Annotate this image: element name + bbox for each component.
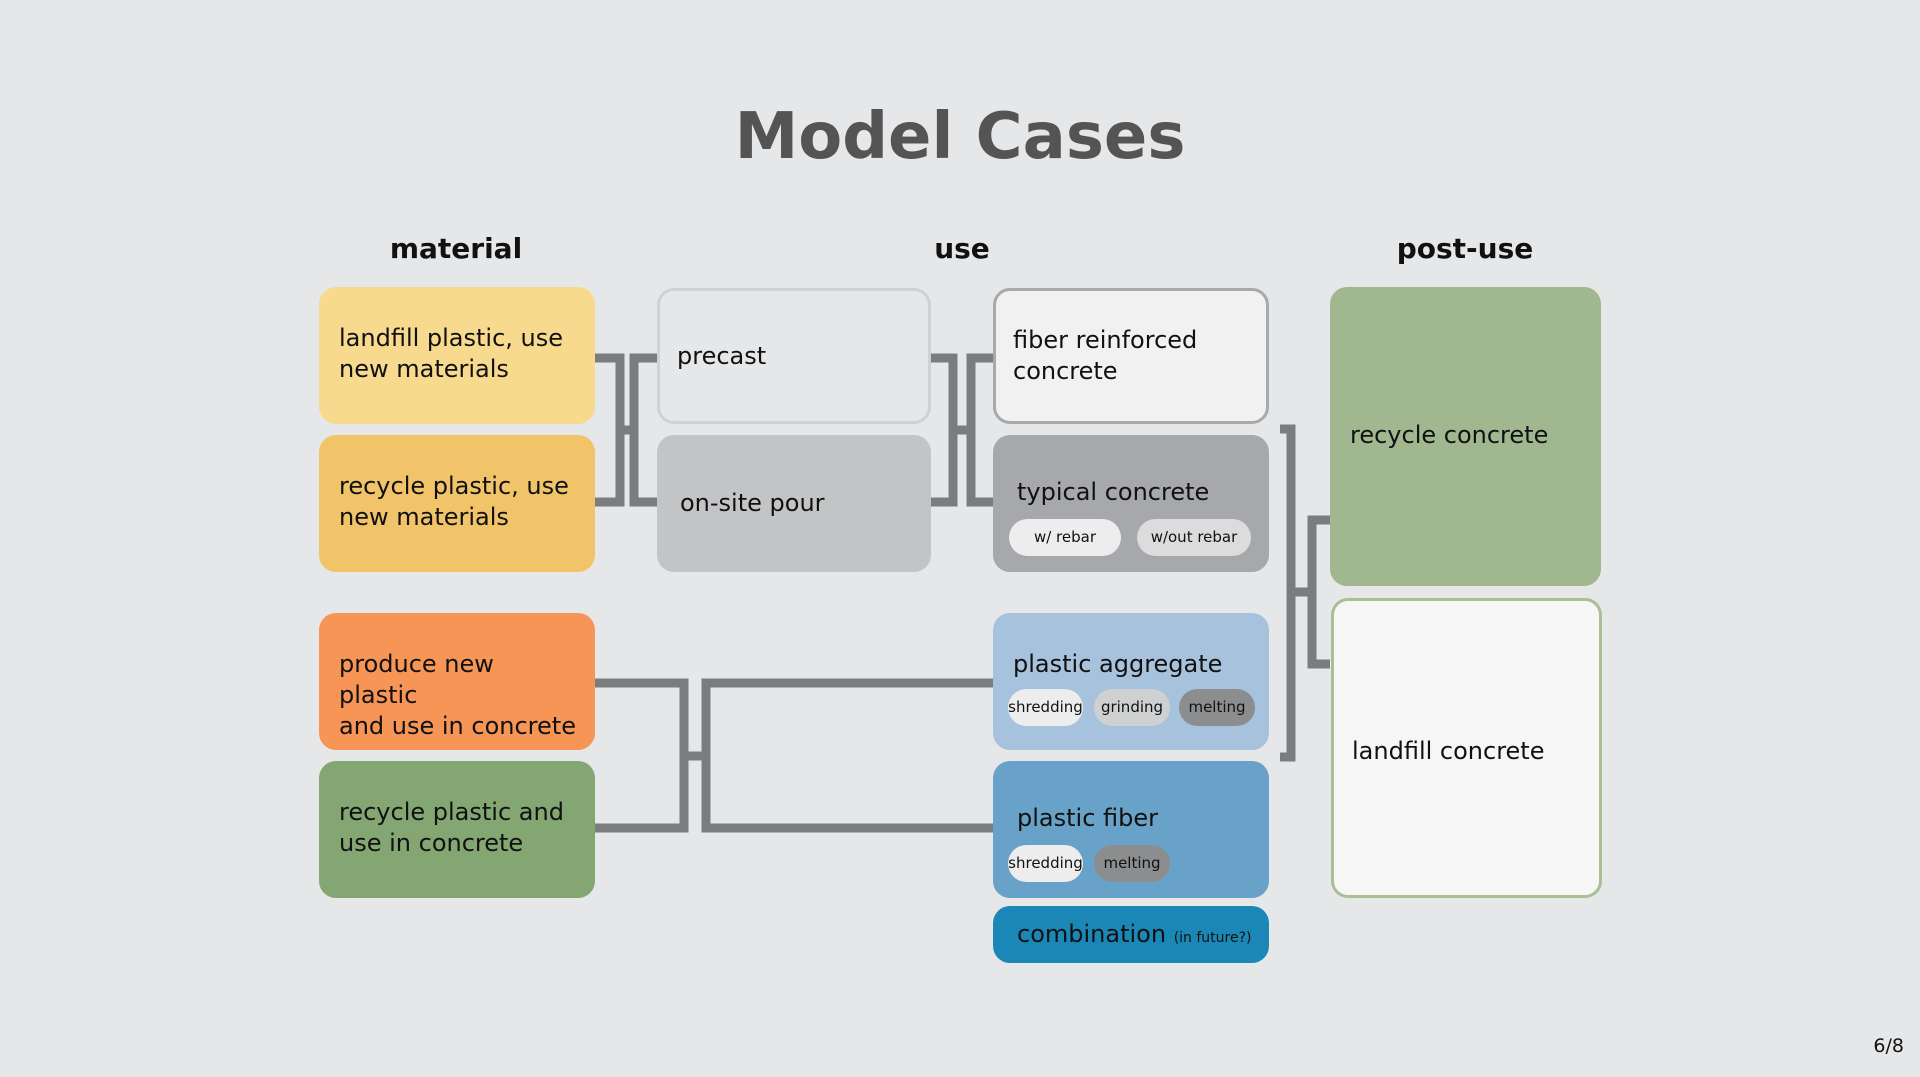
option-melting-aggregate: melting bbox=[1179, 689, 1255, 726]
concrete-combination: combination (in future?) bbox=[993, 906, 1269, 963]
concrete-plastic-aggregate-label: plastic aggregate bbox=[1013, 650, 1223, 678]
concrete-fiber-reinforced-line2: concrete bbox=[1013, 357, 1118, 385]
material-recycle-plastic-new: recycle plastic, use new materials bbox=[319, 435, 595, 572]
option-with-rebar: w/ rebar bbox=[1009, 519, 1121, 556]
bracket-concrete-right bbox=[1280, 424, 1296, 762]
material-produce-new-plastic-line2: and use in concrete bbox=[339, 712, 576, 740]
material-recycle-plastic-concrete-line1: recycle plastic and bbox=[339, 798, 564, 826]
bracket-method-left bbox=[629, 353, 657, 507]
material-recycle-plastic-new-line1: recycle plastic, use bbox=[339, 472, 569, 500]
concrete-fiber-reinforced: fiber reinforced concrete bbox=[993, 288, 1269, 424]
bracket-plastic-use bbox=[701, 678, 993, 833]
option-without-rebar: w/out rebar bbox=[1137, 519, 1251, 556]
bracket-material-left bbox=[595, 353, 625, 507]
column-header-use: use bbox=[934, 232, 990, 265]
method-precast-label: precast bbox=[677, 342, 767, 370]
method-onsite-pour-label: on-site pour bbox=[680, 489, 825, 517]
concrete-typical-label: typical concrete bbox=[1017, 478, 1210, 506]
post-use-landfill-concrete: landfill concrete bbox=[1331, 598, 1602, 898]
concrete-plastic-fiber: plastic fiber shredding melting bbox=[993, 761, 1269, 898]
concrete-combination-note: (in future?) bbox=[1173, 930, 1252, 946]
method-precast: precast bbox=[657, 288, 931, 424]
post-use-recycle-concrete: recycle concrete bbox=[1330, 287, 1601, 586]
concrete-plastic-fiber-label: plastic fiber bbox=[1017, 804, 1158, 832]
slide-title: Model Cases bbox=[734, 100, 1186, 174]
option-melting-fiber: melting bbox=[1094, 845, 1170, 882]
option-shredding-fiber: shredding bbox=[1008, 845, 1083, 882]
method-onsite-pour: on-site pour bbox=[657, 435, 931, 572]
bracket-concrete-left bbox=[966, 353, 993, 507]
option-grinding-aggregate: grinding bbox=[1094, 689, 1170, 726]
material-produce-new-plastic: produce new plastic and use in concrete bbox=[319, 613, 595, 750]
material-recycle-plastic-concrete: recycle plastic and use in concrete bbox=[319, 761, 595, 898]
concrete-typical: typical concrete w/ rebar w/out rebar bbox=[993, 435, 1269, 572]
material-recycle-plastic-concrete-line2: use in concrete bbox=[339, 829, 524, 857]
page-number: 6/8 bbox=[1873, 1035, 1904, 1057]
material-landfill-plastic: landfill plastic, use new materials bbox=[319, 287, 595, 424]
concrete-combination-label: combination bbox=[1017, 920, 1167, 948]
column-header-post-use: post-use bbox=[1396, 232, 1534, 265]
concrete-fiber-reinforced-line1: fiber reinforced bbox=[1013, 326, 1198, 354]
column-header-material: material bbox=[389, 232, 523, 265]
bracket-post-use-left bbox=[1307, 515, 1330, 669]
concrete-plastic-aggregate: plastic aggregate shredding grinding mel… bbox=[993, 613, 1269, 750]
post-use-recycle-concrete-label: recycle concrete bbox=[1350, 421, 1549, 449]
material-recycle-plastic-new-line2: new materials bbox=[339, 503, 509, 531]
bracket-plastic-material bbox=[595, 678, 689, 833]
material-produce-new-plastic-line1: produce new plastic bbox=[339, 650, 494, 709]
material-landfill-plastic-line2: new materials bbox=[339, 355, 509, 383]
bracket-method-right bbox=[931, 353, 958, 507]
option-shredding-aggregate: shredding bbox=[1008, 689, 1083, 726]
post-use-landfill-concrete-label: landfill concrete bbox=[1352, 737, 1545, 765]
material-landfill-plastic-line1: landfill plastic, use bbox=[339, 324, 564, 352]
